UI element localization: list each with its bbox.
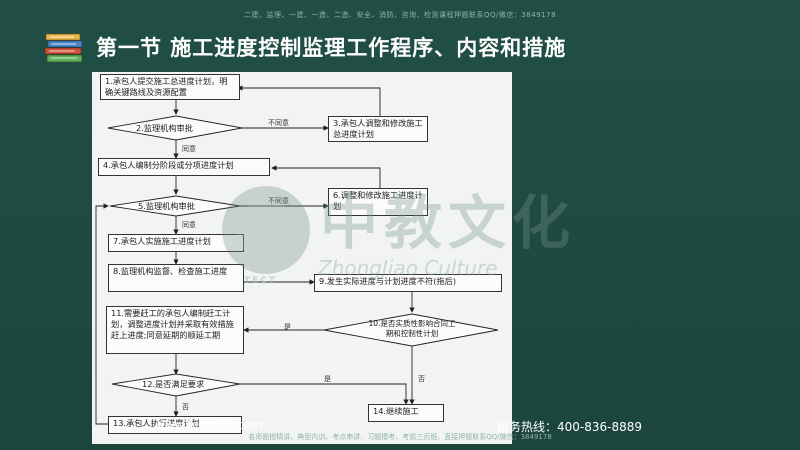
- step-3-box: 3.承包人调整和修改施工总进度计划: [328, 116, 428, 142]
- service-hotline: 服务热线：400-836-8889: [497, 420, 643, 434]
- step-6-box: 6.调整和修改施工进度计划: [328, 188, 428, 216]
- page-title: 第一节 施工进度控制监理工作程序、内容和措施: [96, 36, 567, 60]
- label-no-2: 否: [182, 403, 189, 411]
- label-disagree-2: 不同意: [268, 197, 289, 205]
- flowchart: 1.承包人提交施工总进度计划，明确关键路线及资源配置 2.监理机构审批 3.承包…: [92, 72, 512, 444]
- label-agree-1: 同意: [182, 145, 196, 153]
- label-disagree-1: 不同意: [268, 119, 289, 127]
- flowchart-connectors: [95, 85, 499, 425]
- step-2-decision: 2.监理机构审批: [136, 123, 193, 133]
- step-14-box: 14.继续施工: [368, 404, 444, 422]
- label-yes-2: 是: [324, 375, 331, 383]
- step-1-box: 1.承包人提交施工总进度计划，明确关键路线及资源配置: [100, 74, 240, 100]
- step-8-box: 8.监理机构监督、检查施工进度: [108, 264, 244, 292]
- step-12-decision: 12.是否满足要求: [142, 379, 205, 389]
- step-13-box: 13.承包人执行进度计划: [108, 416, 242, 434]
- label-no-1: 否: [418, 375, 425, 383]
- bottom-banner-text: 名师面授精讲、典型内训、考点串讲、习题模考、考前三页纸、直接押题联系QQ/微信：…: [248, 433, 552, 441]
- step-7-box: 7.承包人实施施工进度计划: [108, 234, 244, 252]
- watermark-subtext: ZhongJiao Culture: [318, 256, 498, 280]
- watermark-logo-text: TECT: [244, 276, 278, 286]
- watermark-text: 中教文化: [320, 189, 577, 257]
- top-banner-text: 二建、监理、一建、一造、二造、安全、消防、咨询、检测课程押题联系QQ/微信：38…: [243, 11, 557, 19]
- label-yes-1: 是: [284, 323, 291, 331]
- website-link[interactable]: www.tect365.com: [155, 418, 263, 432]
- label-agree-2: 同意: [182, 221, 196, 229]
- step-4-box: 4.承包人编制分阶段或分项进度计划: [98, 158, 270, 176]
- step-10-decision: 10.是否实质性影响合同工期和控制性计划: [368, 319, 456, 338]
- step-5-decision: 5.监理机构审批: [138, 201, 195, 211]
- books-icon: [44, 33, 83, 63]
- step-11-box: 11.需要赶工的承包人编制赶工计划，调整进度计划并采取有效措施赶上进度;同意延期…: [106, 306, 244, 354]
- step-9-box: 9.发生实际进度与计划进度不符(拖后): [314, 274, 502, 292]
